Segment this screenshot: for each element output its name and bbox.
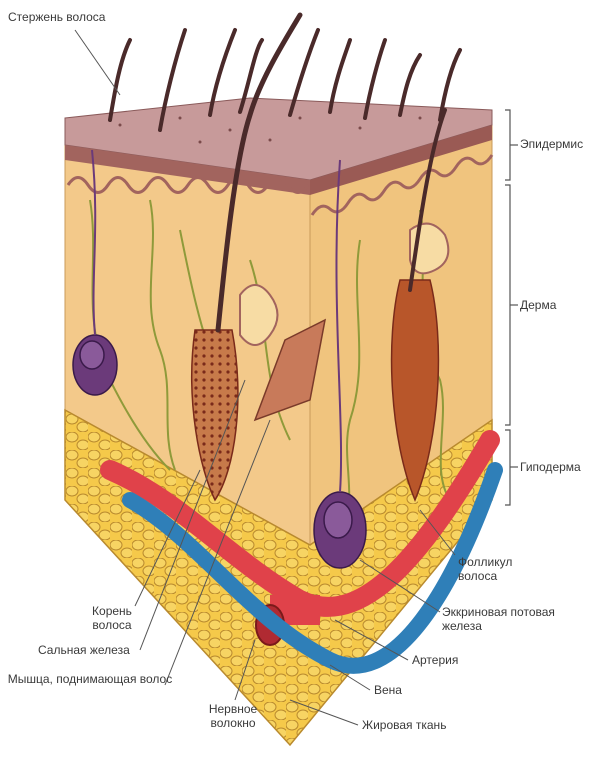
label-epidermis: Эпидермис bbox=[520, 137, 583, 151]
label-dermis: Дерма bbox=[520, 298, 556, 312]
label-sebaceous-gland: Сальная железа bbox=[38, 643, 130, 657]
label-hair-root: Корень волоса bbox=[82, 604, 142, 632]
label-hair-shaft: Стержень волоса bbox=[8, 10, 105, 24]
label-hypodermis: Гиподерма bbox=[520, 460, 581, 474]
sweat-gland-left bbox=[73, 335, 117, 395]
label-fat-tissue: Жировая ткань bbox=[362, 718, 446, 732]
label-vein: Вена bbox=[374, 683, 402, 697]
label-nerve-fiber: Нервное волокно bbox=[198, 702, 268, 730]
label-artery: Артерия bbox=[412, 653, 458, 667]
sweat-gland-right bbox=[314, 492, 366, 568]
label-arrector-muscle: Мышца, поднимающая волос bbox=[5, 672, 175, 686]
label-eccrine-gland: Эккриновая потовая железа bbox=[442, 605, 587, 633]
layer-brackets bbox=[505, 110, 518, 505]
label-hair-follicle: Фолликул волоса bbox=[458, 555, 528, 583]
